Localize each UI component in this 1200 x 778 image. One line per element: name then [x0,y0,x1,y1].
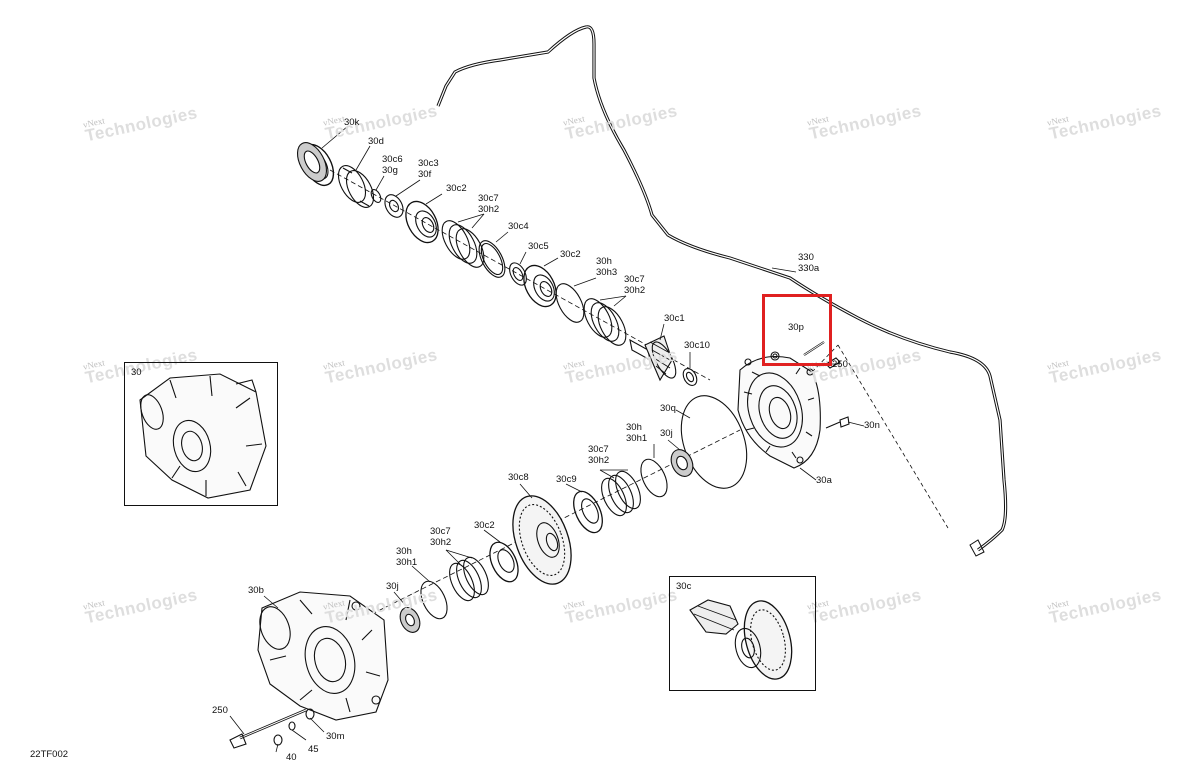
washer-30c10 [682,368,698,386]
callout-30c7b[interactable]: 30c7 30h2 [624,274,646,296]
callout-30h1b[interactable]: 30h 30h1 [396,546,418,568]
callout-30p[interactable]: 30p [788,322,804,333]
bearing-30c2-upper [405,200,439,244]
ring-30c5 [509,262,527,286]
callout-30b[interactable]: 30b [248,585,264,596]
oring-30h3 [555,283,585,323]
inset-label: 30c [676,581,692,592]
diagram-code: 22TF002 [30,749,69,760]
sleeve-30d [337,165,367,203]
oring-30h1-lower [420,580,448,620]
callout-30n[interactable]: 30n [864,420,880,431]
pinion-30c1 [629,335,677,382]
inset-assembly-30[interactable]: 30 [124,362,278,506]
callout-30c3[interactable]: 30c3 30f [418,158,439,180]
callout-250b[interactable]: 250 [212,705,228,716]
callout-250a[interactable]: 250 [832,359,848,370]
inset-gearset-30c[interactable]: 30c [669,576,816,691]
callout-30c4[interactable]: 30c4 [508,221,529,232]
callout-30c10[interactable]: 30c10 [684,340,710,351]
ring-30g [370,188,382,204]
callout-30c9[interactable]: 30c9 [556,474,577,485]
callout-330[interactable]: 330 330a [798,252,820,274]
highlight-box-30p[interactable] [762,294,832,366]
callout-30j2[interactable]: 30j [386,581,399,592]
callout-30c2c[interactable]: 30c2 [474,520,495,531]
callout-30c1[interactable]: 30c1 [664,313,685,324]
callout-30q[interactable]: 30q [660,403,676,414]
callout-30j[interactable]: 30j [660,428,673,439]
callout-30h1a[interactable]: 30h 30h1 [626,422,648,444]
inset-30-drawing [139,373,267,499]
callout-30k[interactable]: 30k [344,117,360,128]
callout-40[interactable]: 40 [286,752,297,763]
callout-30c7d[interactable]: 30c7 30h2 [430,526,452,548]
housing-30b [257,591,389,721]
callout-30d[interactable]: 30d [368,136,384,147]
callout-30c5[interactable]: 30c5 [528,241,549,252]
bolt-250-lower [229,708,315,749]
callout-30m[interactable]: 30m [326,731,345,742]
callout-30c6[interactable]: 30c6 30g [382,154,403,176]
bearing-30c9 [573,490,603,534]
nut-30f [384,194,404,218]
inset-label: 30 [131,367,142,378]
ring-gear-30c8 [512,495,572,585]
bearing-30c2-lower [489,541,519,583]
bearing-30c2-mid [523,264,557,308]
callout-30c2a[interactable]: 30c2 [446,183,467,194]
callout-30a[interactable]: 30a [816,475,832,486]
callout-45[interactable]: 45 [308,744,319,755]
bolt-30p [770,341,825,361]
oring-30h1-upper [640,458,668,498]
callout-30c2b[interactable]: 30c2 [560,249,581,260]
spacer-30c4 [478,240,506,278]
callout-30h3[interactable]: 30h 30h3 [596,256,618,278]
callout-30c8[interactable]: 30c8 [508,472,529,483]
inset-30c-drawing [689,599,793,680]
callout-30c7c[interactable]: 30c7 30h2 [588,444,610,466]
callout-30c7a[interactable]: 30c7 30h2 [478,193,500,215]
